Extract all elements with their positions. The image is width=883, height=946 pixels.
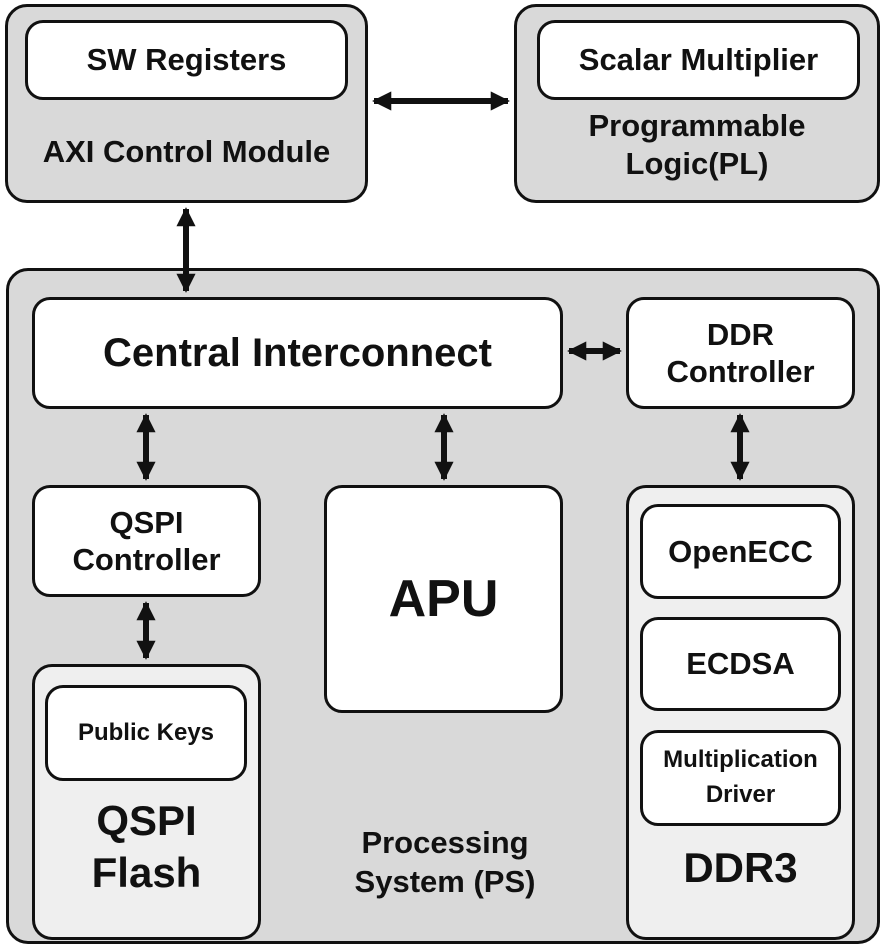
openecc-label: OpenECC xyxy=(668,533,813,569)
ddr3-label: DDR3 xyxy=(683,844,798,891)
scalar-multiplier-box: Scalar Multiplier xyxy=(537,20,860,100)
axi-control-module-label: AXI Control Module xyxy=(42,134,331,169)
qspi-controller-label: QSPI Controller xyxy=(72,504,221,577)
ecdsa-label: ECDSA xyxy=(686,646,795,682)
apu-box: APU xyxy=(324,485,563,713)
sw-registers-box: SW Registers xyxy=(25,20,348,100)
programmable-logic-label: Programmable Logic(PL) xyxy=(588,108,806,181)
multiplication-driver-box: Multiplication Driver xyxy=(640,730,841,826)
ddr-controller-box: DDR Controller xyxy=(626,297,855,409)
public-keys-box: Public Keys xyxy=(45,685,247,781)
apu-label: APU xyxy=(388,569,499,628)
qspi-flash-label: QSPI Flash xyxy=(91,797,202,897)
central-interconnect-box: Central Interconnect xyxy=(32,297,563,409)
ddr-controller-label: DDR Controller xyxy=(666,316,815,389)
processing-system-label: Processing System (PS) xyxy=(354,825,536,899)
openecc-box: OpenECC xyxy=(640,504,841,599)
sw-registers-label: SW Registers xyxy=(86,42,287,78)
ecdsa-box: ECDSA xyxy=(640,617,841,711)
scalar-multiplier-label: Scalar Multiplier xyxy=(578,42,819,78)
multiplication-driver-label: Multiplication Driver xyxy=(663,746,818,808)
public-keys-label: Public Keys xyxy=(77,718,215,746)
qspi-controller-box: QSPI Controller xyxy=(32,485,261,597)
central-interconnect-label: Central Interconnect xyxy=(103,331,492,375)
